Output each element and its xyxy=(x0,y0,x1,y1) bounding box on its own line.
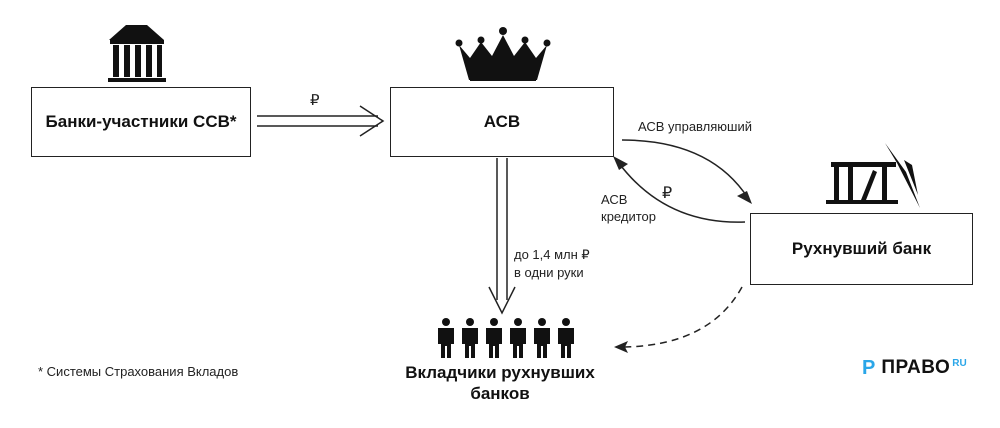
person-icon xyxy=(486,318,502,358)
arrow-asv-to-failed-bank xyxy=(621,139,752,204)
payout-limit-line2: в одни руки xyxy=(514,265,584,280)
failed-to-asv-ruble-label: ₽ xyxy=(662,185,673,202)
crown-icon xyxy=(455,27,551,81)
person-icon xyxy=(438,318,454,358)
people-icon xyxy=(438,318,574,358)
participants-label: Банки-участники ССВ* xyxy=(45,112,237,131)
bank-building-icon xyxy=(108,25,166,82)
footnote: * Системы Страхования Вкладов xyxy=(38,364,239,379)
person-icon xyxy=(510,318,526,358)
arrow-asv-to-depositors xyxy=(488,158,516,315)
depositors-label-line1: Вкладчики рухнувших xyxy=(405,363,595,382)
payout-limit-line1: до 1,4 млн ₽ xyxy=(514,247,590,262)
participants-to-asv-label: ₽ xyxy=(310,92,320,109)
arrow-failed-bank-to-asv xyxy=(613,156,746,223)
failed-bank-label: Рухнувший банк xyxy=(791,239,932,258)
collapsing-bank-icon xyxy=(826,143,920,208)
arrow-participants-to-asv xyxy=(257,105,385,137)
asv-creditor-label-line1: АСВ xyxy=(601,192,628,207)
logo-text: ПРАВО xyxy=(881,357,951,378)
person-icon xyxy=(558,318,574,358)
participants-box: Банки-участники ССВ* xyxy=(31,87,251,157)
arrow-failed-bank-to-depositors xyxy=(614,286,743,353)
person-icon xyxy=(534,318,550,358)
logo-suffix: RU xyxy=(952,358,967,369)
person-icon xyxy=(462,318,478,358)
depositors-label-line2: банков xyxy=(470,384,530,403)
asv-creditor-label-line2: кредитор xyxy=(601,209,656,224)
asv-label: АСВ xyxy=(483,112,521,131)
pravo-ru-logo: P ПРАВО RU xyxy=(862,357,967,379)
asv-to-failed-label: АСВ управляюший xyxy=(638,119,752,134)
logo-mark-icon: P xyxy=(862,357,876,379)
failed-bank-box: Рухнувший банк xyxy=(750,213,973,285)
asv-box: АСВ xyxy=(390,87,614,157)
